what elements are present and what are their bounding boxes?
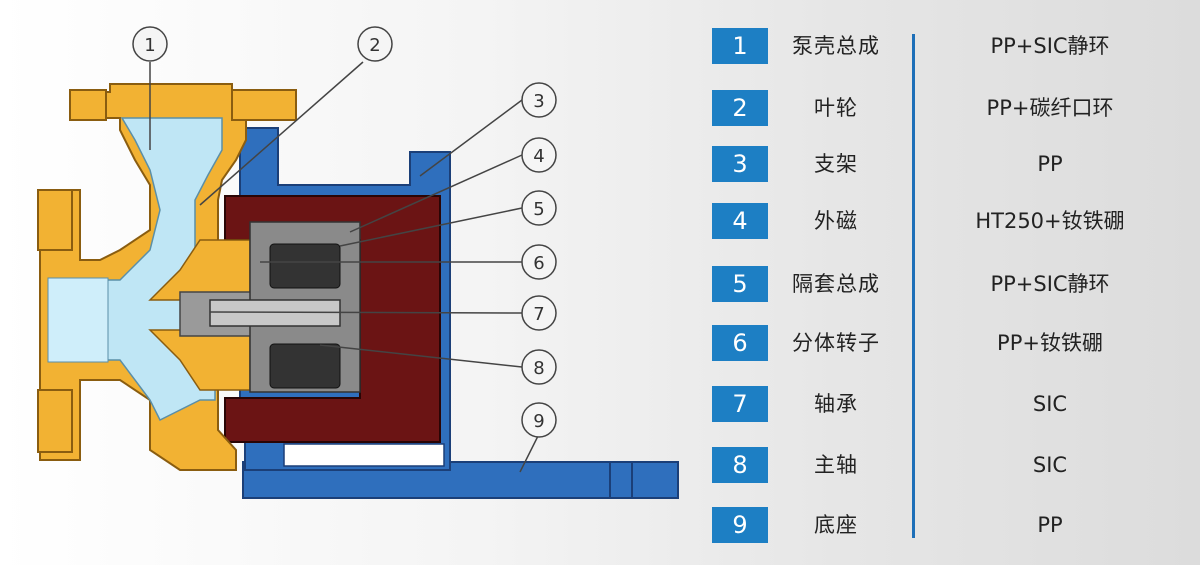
part-number: 5 — [712, 266, 768, 302]
part-material: PP — [1037, 513, 1063, 537]
part-row-1: 1 泵壳总成 PP+SIC静环 — [700, 28, 1200, 68]
pump-cross-section-diagram: 1 2 3 4 5 6 7 8 9 — [37, 26, 679, 499]
callout-9-circle — [521, 402, 557, 438]
part-row-3: 3 支架 PP — [700, 146, 1200, 186]
part-name: 支架 — [814, 152, 858, 176]
part-number: 3 — [712, 146, 768, 182]
part-number: 4 — [712, 203, 768, 239]
callout-8-circle — [521, 349, 557, 385]
part-name: 叶轮 — [814, 96, 858, 120]
inner-rotor — [209, 221, 361, 393]
callout-3-circle — [521, 82, 557, 118]
part-row-4: 4 外磁 HT250+钕铁硼 — [700, 203, 1200, 243]
callout-7-circle — [521, 295, 557, 331]
part-material: PP — [1037, 152, 1063, 176]
part-name: 轴承 — [814, 392, 858, 416]
part-row-5: 5 隔套总成 PP+SIC静环 — [700, 266, 1200, 306]
part-material: PP+碳纤口环 — [986, 96, 1114, 120]
part-number: 8 — [712, 447, 768, 483]
part-name: 分体转子 — [792, 331, 880, 355]
part-number: 6 — [712, 325, 768, 361]
callout-1-circle — [132, 26, 168, 62]
callout-5-label: 5 — [533, 199, 544, 220]
part-material: PP+SIC静环 — [990, 34, 1110, 58]
part-number: 7 — [712, 386, 768, 422]
callout-2-label: 2 — [369, 35, 380, 56]
part-name: 泵壳总成 — [792, 34, 880, 58]
part-number: 2 — [712, 90, 768, 126]
part-row-2: 2 叶轮 PP+碳纤口环 — [700, 90, 1200, 130]
part-name: 隔套总成 — [792, 272, 880, 296]
part-material: SIC — [1032, 392, 1068, 416]
callout-4-label: 4 — [533, 146, 544, 167]
part-number: 1 — [712, 28, 768, 64]
callout-9-label: 9 — [533, 411, 544, 432]
callout-8-label: 8 — [533, 358, 544, 379]
callout-7-label: 7 — [533, 304, 544, 325]
callout-2-circle — [357, 26, 393, 62]
part-material: SIC — [1032, 453, 1068, 477]
callout-5-circle — [521, 190, 557, 226]
part-row-8: 8 主轴 SIC — [700, 447, 1200, 487]
part-material: HT250+钕铁硼 — [975, 209, 1125, 233]
part-name: 主轴 — [814, 453, 858, 477]
part-row-6: 6 分体转子 PP+钕铁硼 — [700, 325, 1200, 365]
callout-6-label: 6 — [533, 253, 544, 274]
part-material: PP+钕铁硼 — [997, 331, 1103, 355]
callout-6-circle — [521, 244, 557, 280]
part-material: PP+SIC静环 — [990, 272, 1110, 296]
part-row-7: 7 轴承 SIC — [700, 386, 1200, 426]
part-name: 底座 — [814, 513, 858, 537]
part-row-9: 9 底座 PP — [700, 507, 1200, 547]
callout-3-label: 3 — [533, 91, 544, 112]
part-name: 外磁 — [814, 209, 858, 233]
table-divider — [912, 34, 915, 538]
parts-table: 1 泵壳总成 PP+SIC静环 2 叶轮 PP+碳纤口环 3 支架 PP 4 外… — [700, 0, 1200, 565]
callout-1-label: 1 — [144, 35, 155, 56]
callout-4-circle — [521, 137, 557, 173]
part-number: 9 — [712, 507, 768, 543]
callouts — [149, 61, 539, 473]
